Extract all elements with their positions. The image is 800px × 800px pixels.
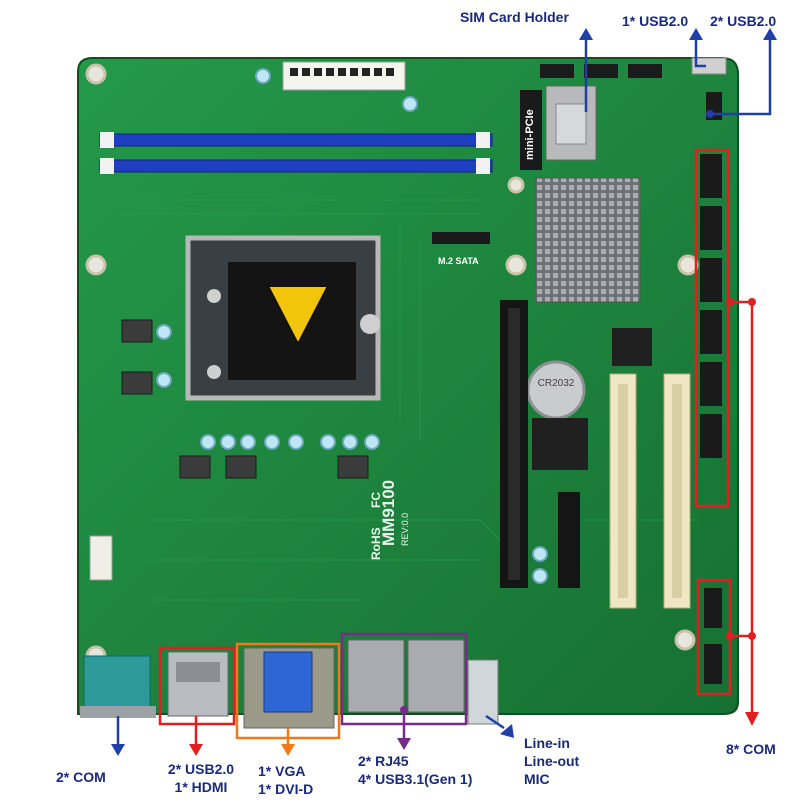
label-usb-hdmi-line2: 1* HDMI — [174, 779, 228, 795]
label-vga: 1* VGA — [258, 763, 306, 779]
atx-pins — [290, 68, 394, 76]
battery-text: CR2032 — [538, 378, 575, 389]
rev-silkscreen: REV:0.0 — [400, 513, 410, 546]
label-dvi-d: 1* DVI-D — [258, 781, 314, 797]
label-group-vga-dvi: 1* VGA 1* DVI-D — [258, 762, 338, 798]
m2-sata-slot — [432, 232, 490, 244]
capacitors — [156, 68, 548, 584]
label-usb-hdmi-line1: 2* USB2.0 — [167, 761, 235, 777]
com-headers — [700, 154, 722, 684]
label-group-usb-hdmi: 2* USB2.0 1* HDMI — [156, 760, 246, 796]
dimm-slots — [99, 132, 493, 174]
chipset-heatsink — [535, 177, 641, 303]
rohs-silkscreen: RoHS — [369, 527, 383, 560]
label-sim-card-holder: SIM Card Holder — [460, 9, 569, 25]
label-group-audio: Line-in Line-out MIC — [524, 734, 604, 788]
cpu-8pin-power — [89, 535, 113, 581]
callout-box-red-com-top — [694, 148, 730, 508]
label-usb20-double: 2* USB2.0 — [710, 13, 777, 29]
label-rj45: 2* RJ45 — [358, 753, 409, 769]
m2-sata-text: M.2 SATA — [438, 256, 479, 266]
io-chip-2 — [612, 328, 652, 366]
pcb — [77, 57, 739, 715]
callout-lines — [111, 28, 777, 756]
label-8-com: 8* COM — [726, 741, 776, 757]
model-silkscreen: MM9100 — [379, 480, 398, 546]
label-line-out: Line-out — [524, 753, 580, 769]
pcb-traces — [120, 199, 700, 601]
pcie-x16-slot — [500, 300, 528, 588]
cpu-socket — [185, 235, 381, 401]
pci-slots — [609, 373, 691, 609]
fc-silkscreen: FC — [369, 492, 383, 508]
label-2-com: 2* COM — [56, 769, 106, 785]
label-group-rj45-usb31: 2* RJ45 4* USB3.1(Gen 1) — [358, 752, 508, 788]
cmos-battery: CR2032 — [526, 360, 586, 420]
vrm-chokes — [121, 319, 369, 479]
super-io-chip — [532, 418, 588, 470]
label-line-in: Line-in — [524, 735, 570, 751]
mini-pcie-slot: mini-PCIe — [520, 90, 542, 170]
mini-pcie-text: mini-PCIe — [524, 109, 536, 160]
rear-io-ports — [80, 639, 499, 729]
pcie-x4-slot — [558, 492, 580, 588]
sata-connectors — [540, 64, 662, 78]
label-usb20-single: 1* USB2.0 — [622, 13, 689, 29]
usb-port-top — [691, 57, 727, 75]
label-mic: MIC — [524, 771, 550, 787]
label-usb31: 4* USB3.1(Gen 1) — [358, 771, 473, 787]
